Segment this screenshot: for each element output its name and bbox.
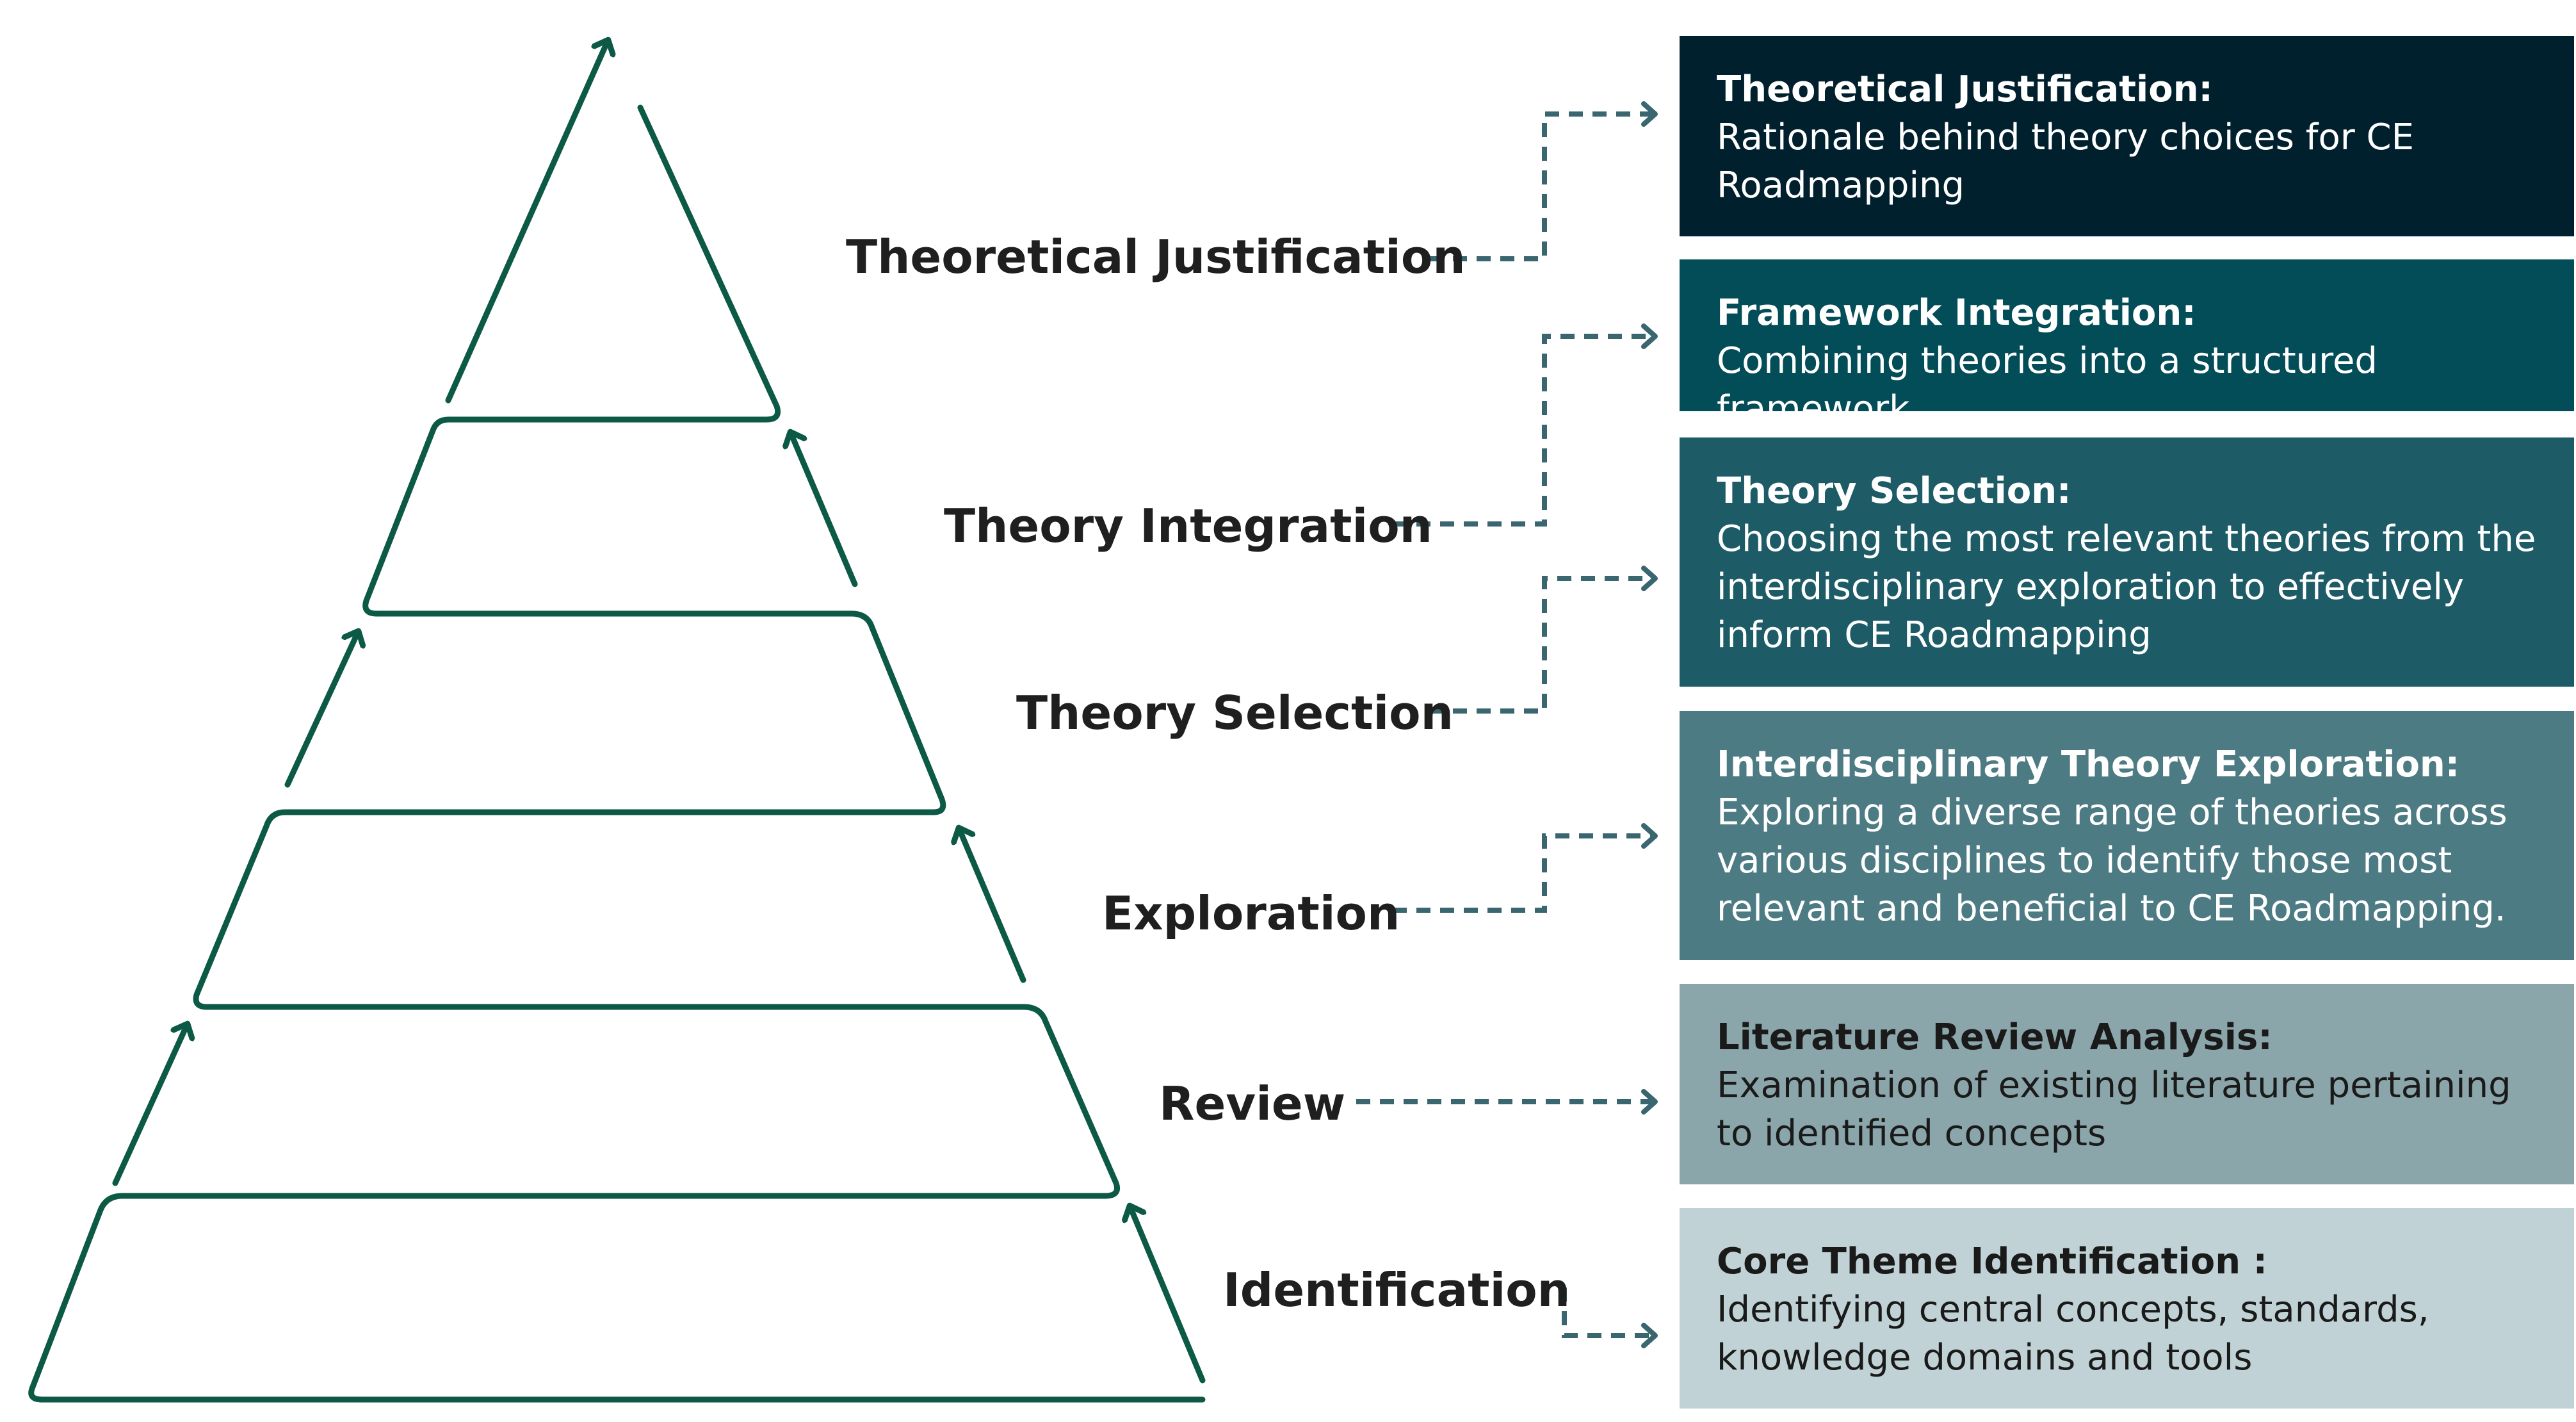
box-theory-selection: Theory Selection: Choosing the most rele…: [1680, 437, 2574, 687]
stage-label-identification: Identification: [1223, 1263, 1570, 1317]
pyramid-level-top: [445, 104, 781, 423]
connector-exploration: [1393, 823, 1658, 913]
box-title: Literature Review Analysis:: [1717, 1017, 2272, 1058]
pyramid-level-integration: [28, 416, 1206, 1403]
pyramid-arrow-left-1: [284, 632, 358, 788]
box-title: Interdisciplinary Theory Exploration:: [1717, 744, 2460, 785]
pyramid-arrow-right-2: [959, 829, 1026, 983]
box-title: Theory Selection:: [1717, 470, 2071, 512]
box-description: Exploring a diverse range of theories ac…: [1717, 792, 2507, 929]
connector-theory-integration: [1393, 323, 1658, 527]
stage-label-exploration: Exploration: [1102, 887, 1400, 940]
stage-label-review: Review: [1159, 1077, 1346, 1131]
box-title: Framework Integration:: [1717, 292, 2196, 334]
box-title: Theoretical Justification:: [1717, 69, 2213, 110]
connector-theoretical-justification: [1429, 101, 1658, 261]
connector-identification: [1562, 1287, 1658, 1348]
box-description: Rationale behind theory choices for CE R…: [1717, 117, 2415, 206]
pyramid-arrow-right-3: [1130, 1207, 1206, 1384]
connector-theory-selection: [1429, 566, 1658, 714]
box-description: Choosing the most relevant theories from…: [1717, 518, 2536, 656]
stage-label-theory-selection: Theory Selection: [1016, 686, 1454, 740]
pyramid-arrow-left-2: [112, 1025, 187, 1186]
pyramid-top-arrow: [445, 41, 608, 404]
stage-label-theoretical-justification: Theoretical Justification: [846, 230, 1466, 284]
box-interdisciplinary-exploration: Interdisciplinary Theory Exploration: Ex…: [1680, 711, 2574, 960]
box-description: Identifying central concepts, standards,…: [1717, 1289, 2429, 1378]
box-framework-integration: Framework Integration: Combining theorie…: [1680, 259, 2574, 430]
box-description: Examination of existing literature perta…: [1717, 1065, 2511, 1154]
pyramid-arrow-right-1: [791, 433, 858, 587]
box-literature-review: Literature Review Analysis: Examination …: [1680, 984, 2574, 1184]
box-description: Combining theories into a structured fra…: [1717, 340, 2378, 430]
box-title: Core Theme Identification :: [1717, 1241, 2267, 1282]
box-core-theme-identification: Core Theme Identification : Identifying …: [1680, 1208, 2574, 1409]
stage-label-theory-integration: Theory Integration: [944, 499, 1432, 553]
box-theoretical-justification: Theoretical Justification: Rationale beh…: [1680, 36, 2574, 236]
